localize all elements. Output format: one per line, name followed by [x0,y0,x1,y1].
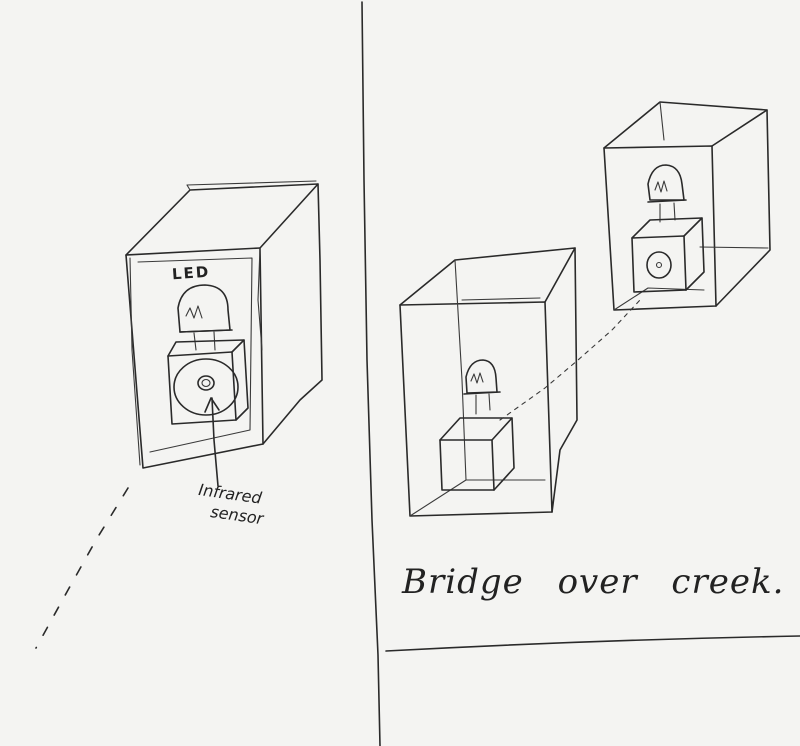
sensor-pointer-arrow [204,397,220,487]
right-lower-led [463,359,501,415]
caption-text: Bridge over creek. [402,562,785,602]
caption-underline [385,635,800,652]
page-divider-line [361,1,381,746]
left-sensor-cube [167,339,249,425]
left-sensor-enclosure [125,180,323,469]
right-lower-cube [439,417,515,491]
right-upper-cube [631,217,705,293]
right-upper-enclosure [603,101,771,311]
left-infrared-beam [35,487,129,649]
right-upper-led [647,164,687,223]
right-lower-enclosure [399,247,578,517]
right-infrared-beam [499,299,641,421]
led-label: LED [171,262,211,284]
